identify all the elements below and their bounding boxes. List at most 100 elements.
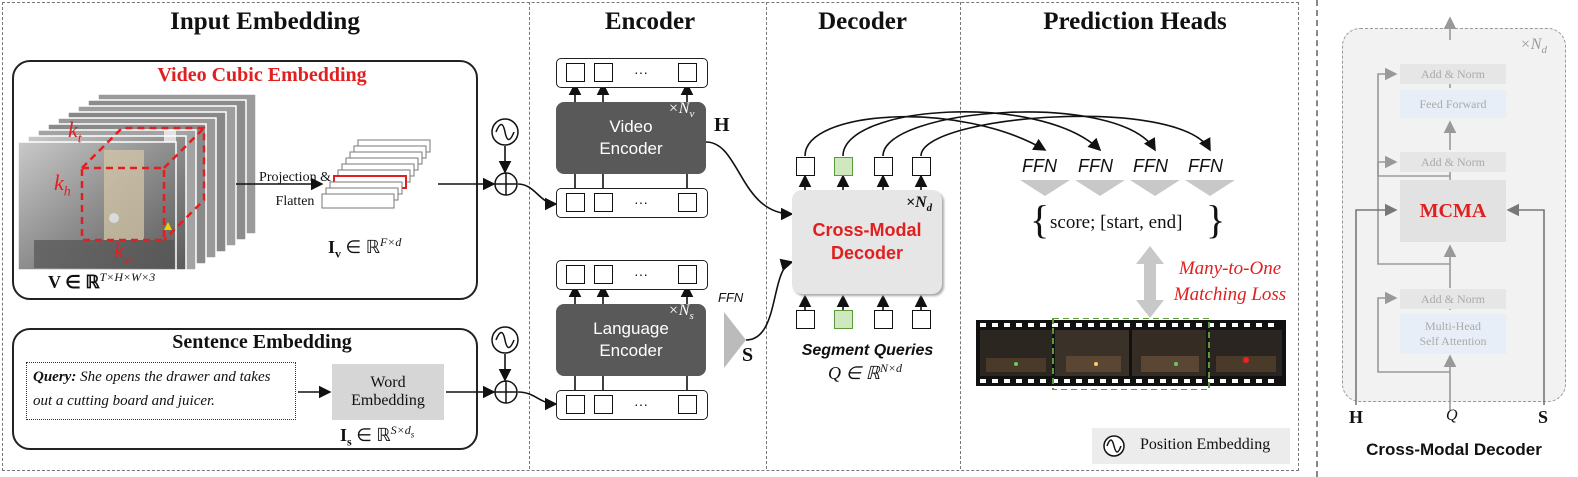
matching-double-arrow [1136,246,1164,318]
decoder-output-token-highlight [834,157,853,176]
language-encoder-line2: Encoder [599,341,663,360]
decoder-output-token [796,157,815,176]
dots: ··· [634,396,648,412]
s-label: S [742,344,754,366]
k-w-label: kw [114,238,134,268]
token [678,63,697,82]
query-token-highlight [834,310,853,329]
title-input-embedding: Input Embedding [170,8,360,35]
dots: ··· [634,266,648,282]
divider-2 [766,2,767,469]
right-panel-lines [1355,16,1545,410]
loss-line1: Many-to-One [1178,258,1282,279]
token [566,63,585,82]
query-label: Query: [33,369,77,385]
output-brace-right: } [1206,197,1226,242]
legend-text: Position Embedding [1140,436,1271,453]
right-add-norm-top: Add & Norm [1400,64,1506,84]
query-token [874,310,893,329]
segment-queries-label: Segment Queries [801,342,934,359]
right-add-norm-mid: Add & Norm [1400,152,1506,172]
flattened-tokens [321,139,431,209]
right-caption: Cross-Modal Decoder [1366,440,1542,459]
word-embedding-line2: Embedding [351,392,425,409]
word-embedding-block: Word Embedding [332,364,444,420]
token [566,193,585,212]
video-encoder-block: Video Encoder [556,102,706,174]
query-token [796,310,815,329]
v-formula: V ∈ ℝT×H×W×3 [48,270,156,292]
right-self-attention: Multi-Head Self Attention [1400,314,1506,354]
cmd-line1: Cross-Modal [812,220,922,240]
language-encoder-line1: Language [593,319,669,338]
token [566,265,585,284]
mhsa-line2: Self Attention [1419,334,1487,348]
token [678,193,697,212]
token [678,265,697,284]
title-prediction-heads: Prediction Heads [1043,8,1227,35]
ffn-s-label: FFN [718,290,744,305]
cmd-line2: Decoder [830,243,904,263]
token [566,395,585,414]
right-mcma-block: MCMA [1400,180,1506,242]
ffn-head-2: FFN [1078,156,1113,176]
ffn-head-4: FFN [1188,156,1223,176]
frame-layers [17,93,257,271]
divider-1 [529,2,530,469]
nd-label: ×Nd [906,194,933,215]
title-encoder: Encoder [604,8,696,35]
q-formula: Q ∈ ℝN×d [828,361,903,383]
output-brace-left: { [1030,197,1050,242]
nv-label: ×Nv [668,100,695,121]
loss-line2: Matching Loss [1173,284,1287,305]
video-embedding-title: Video Cubic Embedding [157,64,367,86]
dots: ··· [634,194,648,210]
outer-frame [2,2,1299,471]
right-q-label: Q [1446,407,1458,424]
connector-lines [236,82,1235,458]
divider-3 [960,2,961,469]
legend-icon [1103,435,1125,457]
ffn-triangles [1020,180,1235,196]
cube-outline [80,126,206,242]
projection-line2: Flatten [275,194,315,209]
add-circles [494,172,518,404]
token [594,193,613,212]
language-encoder-block: Language Encoder [556,304,706,376]
iv-formula: Iv ∈ ℝF×d [328,235,402,261]
output-label: score; [start, end] [1050,212,1183,233]
decoder-output-token [874,157,893,176]
ffn-head-3: FFN [1133,156,1168,176]
film-strip [976,318,1286,390]
frame-details [34,130,176,268]
token [678,395,697,414]
decoder-output-token [912,157,931,176]
sentence-embedding-title: Sentence Embedding [172,331,352,353]
query-token [912,310,931,329]
right-nd-label: ×Nd [1520,36,1547,57]
title-decoder: Decoder [818,8,907,35]
k-t-label: kt [68,117,82,147]
k-h-label: kh [54,170,71,200]
mhsa-line1: Multi-Head [1425,319,1481,333]
matching-loss-label: Many-to-One Matching Loss [1170,256,1290,308]
film-frames [980,330,1282,376]
token [594,395,613,414]
query-box: Query: She opens the drawer and takes ou… [26,362,296,420]
token [594,63,613,82]
video-encoder-line2: Encoder [599,139,663,158]
ns-label: ×Ns [668,302,694,323]
cross-modal-decoder-block: Cross-Modal Decoder [792,190,942,294]
right-feed-forward: Feed Forward [1400,90,1506,118]
divider-right [1316,0,1318,477]
video-frames-stack [17,93,257,271]
right-h-label: H [1349,407,1364,427]
video-encoder-line1: Video [609,117,653,136]
position-embedding-legend [1092,428,1290,464]
query-text: She opens the drawer and takes out a cut… [33,369,271,409]
right-add-norm-bottom: Add & Norm [1400,289,1506,309]
token [594,265,613,284]
h-label: H [714,114,730,136]
ffn-head-1: FFN [1022,156,1057,176]
